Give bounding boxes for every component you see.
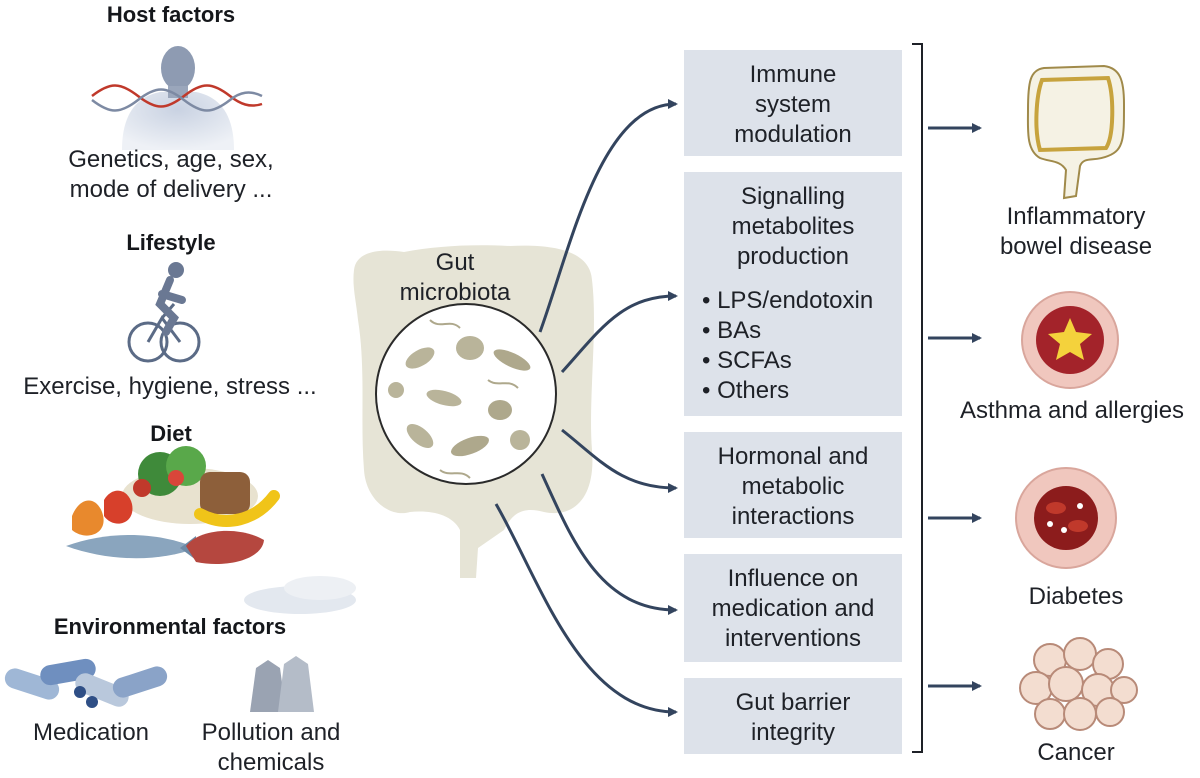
food-icon [66,446,280,564]
arrow-to-signalling [560,291,678,374]
factory-icon [244,576,356,712]
lifestyle-heading: Lifestyle [126,230,216,255]
blood-vessel-icon [1015,467,1117,569]
arrows-to-functions [494,99,678,717]
function-box-immune-line3: modulation [734,121,852,148]
function-box-immune-line1: Immune [749,61,837,88]
function-box-hormonal-line3: interactions [731,503,855,530]
function-box-hormonal-line1: Hormonal and [717,443,869,470]
disease-label-cancer: Cancer [1037,739,1115,766]
bracket [912,43,923,753]
function-box-signalling-line1: Signalling [740,183,846,210]
function-box-signalling-line3: production [736,243,850,270]
bullet-item: • LPS/endotoxin [702,287,874,314]
medication-label: Medication [32,719,150,746]
disease-label-ibd: Inflammatory bowel disease [966,202,1186,262]
airway-icon [1021,291,1119,389]
arrow-to-hormonal [561,428,678,493]
bullet-item: • Others [702,377,790,404]
function-box-immune: Immune system modulation [684,50,902,156]
host-factors-heading: Host factors [106,2,236,27]
function-box-immune-line2: system [754,91,831,118]
dna-icon [91,84,263,112]
function-box-signalling-line2: metabolites [731,213,855,240]
function-box-barrier-line1: Gut barrier [735,689,851,716]
arrow-to-medication [540,473,678,615]
function-box-signalling: Signalling metabolites production • LPS/… [684,172,902,416]
disease-label-asthma: Asthma and allergies [959,397,1185,424]
function-box-hormonal-line2: metabolic [741,473,845,500]
arrow-to-barrier [494,503,678,717]
lifestyle-caption: Exercise, hygiene, stress ... [23,373,317,400]
human-body-icon [122,46,234,150]
function-box-medication: Influence on medication and intervention… [684,554,902,662]
bullet-item: • SCFAs [702,347,792,374]
function-box-medication-line3: interventions [724,625,862,652]
disease-label-ibd-line1: Inflammatory [1006,203,1146,230]
pollution-label-line2: chemicals [217,749,325,776]
disease-label-ibd-line2: bowel disease [999,233,1153,260]
host-factors-caption: Genetics, age, sex, mode of delivery ... [20,145,322,205]
pollution-label-line1: Pollution and [201,719,341,746]
colon-icon [1026,64,1126,200]
function-box-hormonal: Hormonal and metabolic interactions [684,432,902,538]
pollution-label: Pollution and chemicals [184,718,358,778]
tumor-cells-icon [1019,637,1138,731]
gut-microbiota-label: Gut microbiota [380,248,530,308]
microbiota-circle [375,303,557,485]
function-box-medication-line1: Influence on [727,565,859,592]
arrows-to-diseases [928,123,982,691]
disease-label-diabetes: Diabetes [1028,583,1124,610]
function-box-barrier: Gut barrier integrity [684,678,902,754]
cyclist-icon [127,262,201,363]
gut-microbiota-label-line1: Gut [435,249,475,276]
function-box-medication-line2: medication and [711,595,875,622]
host-factors-caption-line2: mode of delivery ... [69,176,273,203]
signalling-bullet-list: • LPS/endotoxin • BAs • SCFAs • Others [684,286,902,406]
arrow-to-immune [538,99,678,333]
pills-icon [4,658,168,708]
host-factors-caption-line1: Genetics, age, sex, [68,146,274,173]
function-box-barrier-line2: integrity [750,719,836,746]
environmental-factors-heading: Environmental factors [53,614,287,639]
diet-heading: Diet [150,421,192,446]
bullet-item: • BAs [702,317,762,344]
gut-microbiota-label-line2: microbiota [399,279,511,306]
